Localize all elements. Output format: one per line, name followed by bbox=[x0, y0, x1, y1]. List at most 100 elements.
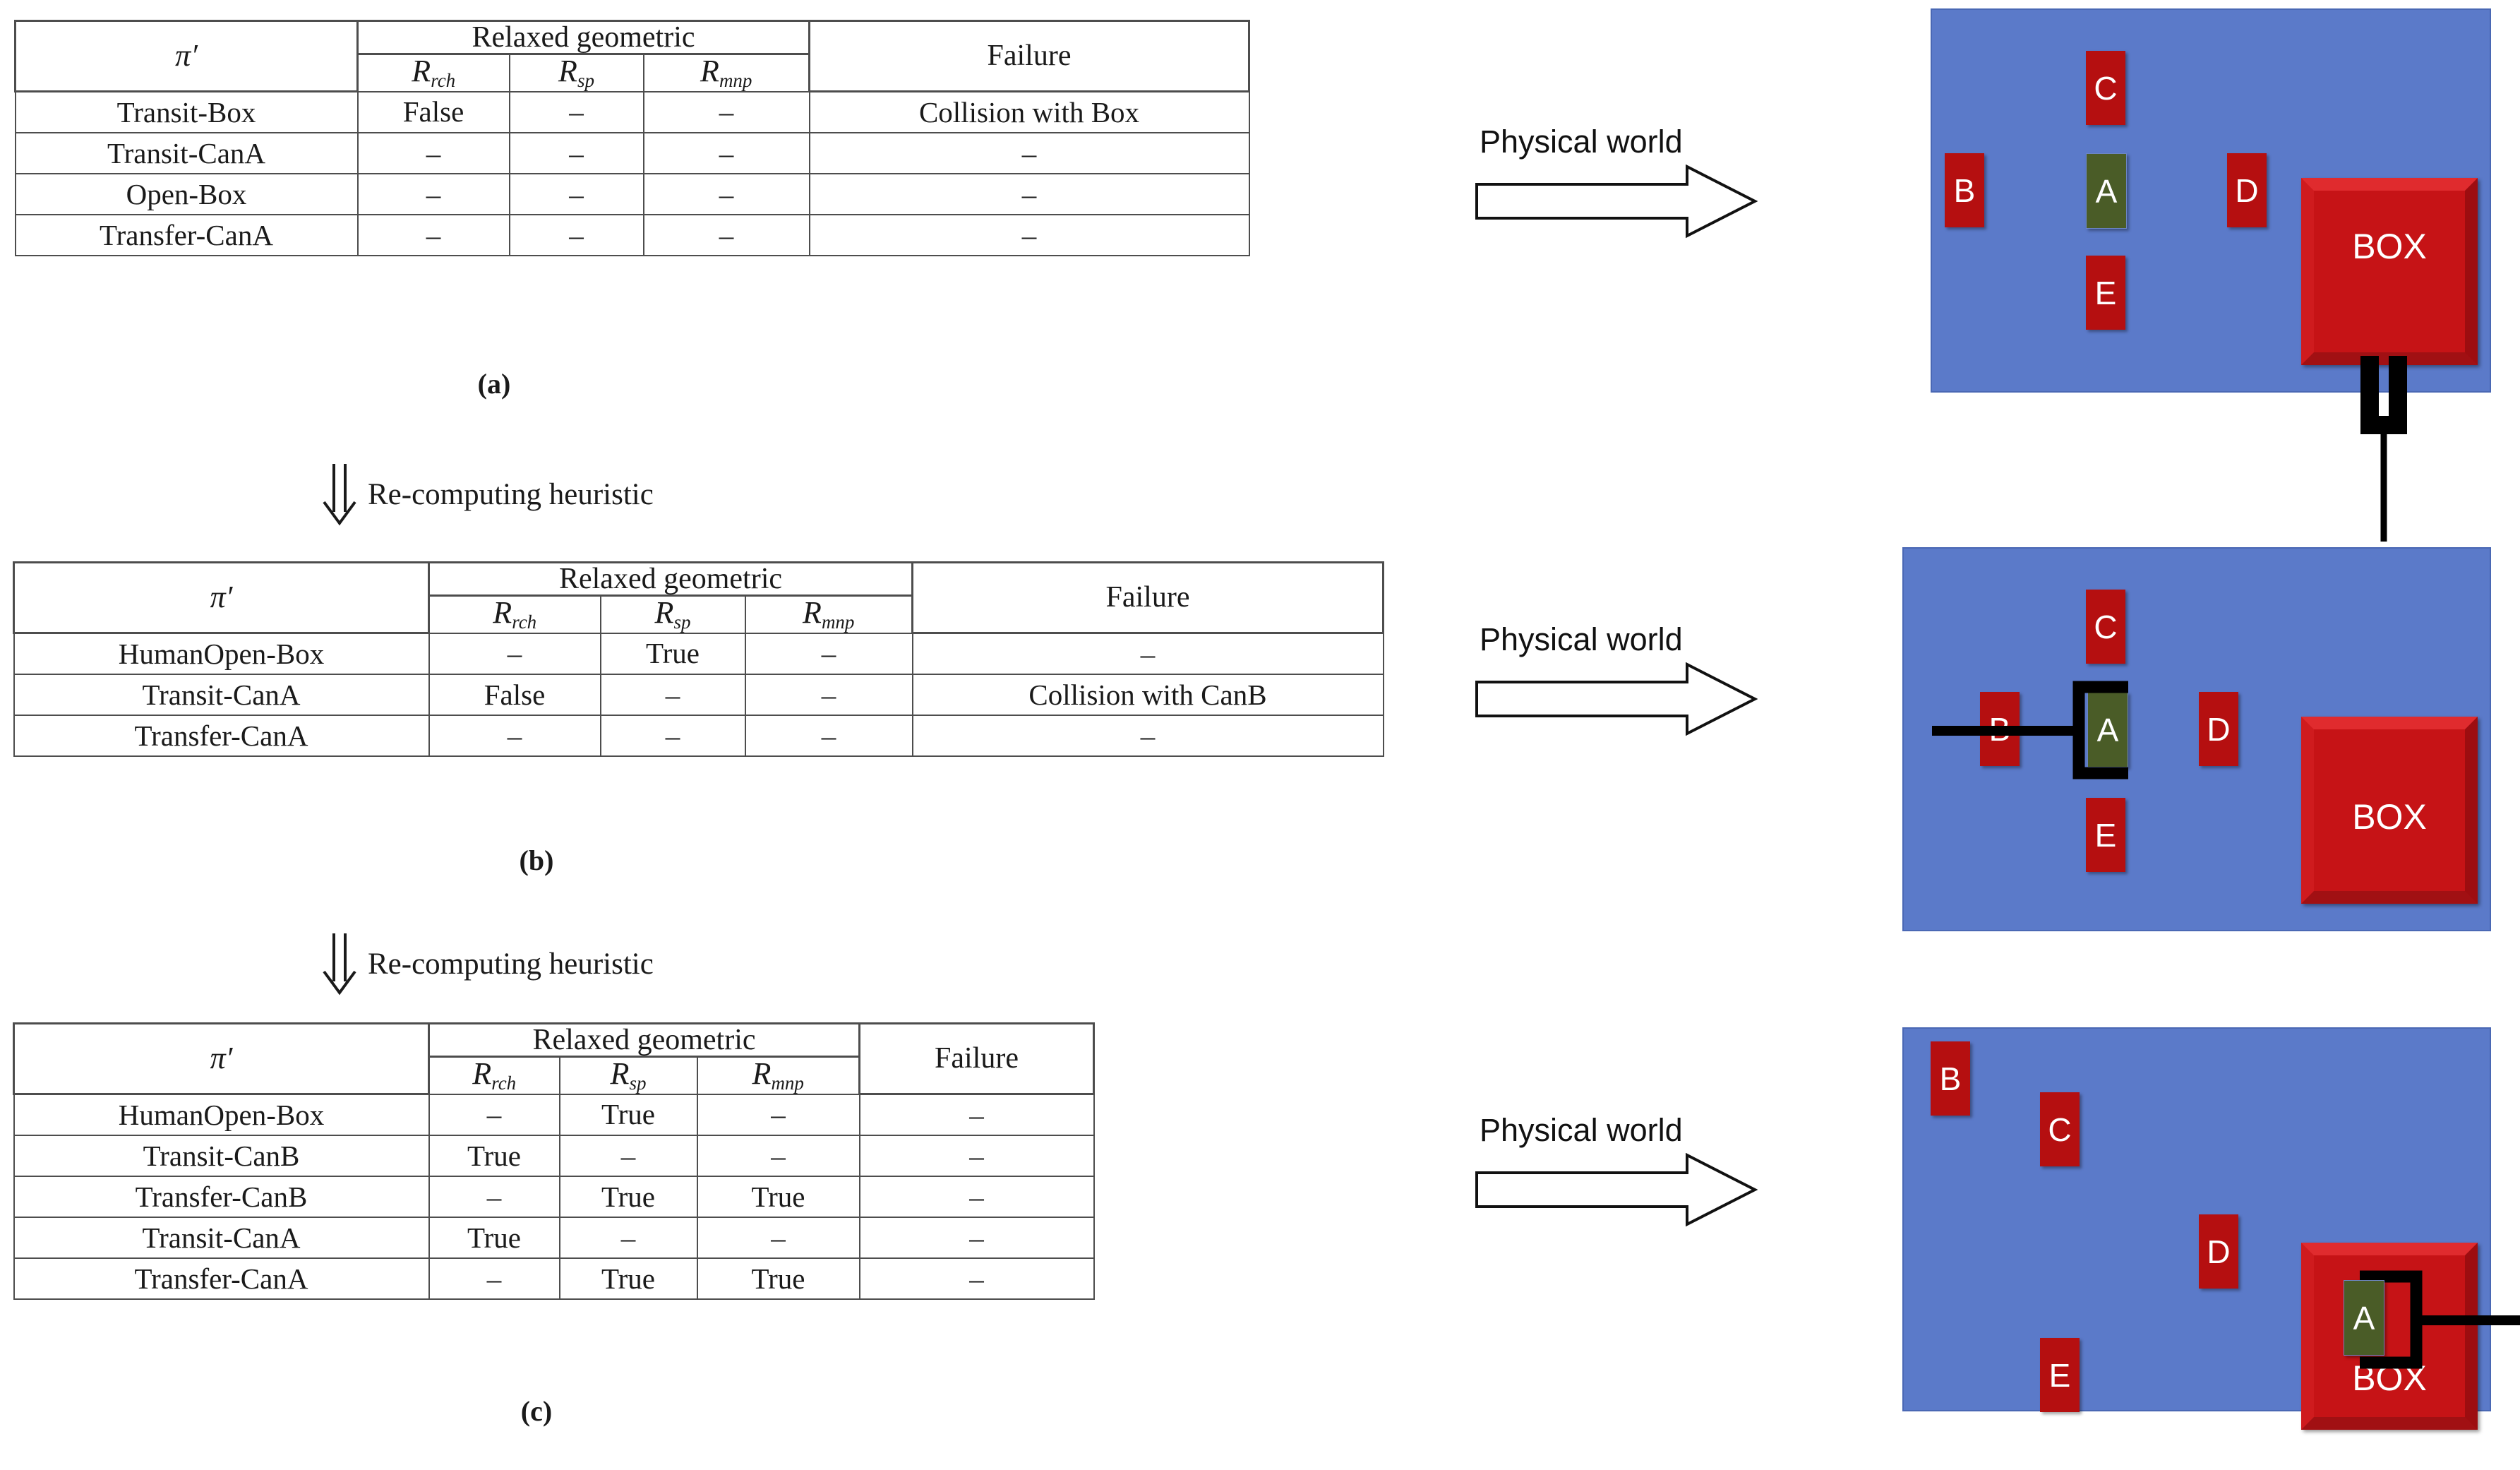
cell-rch: True bbox=[428, 1217, 560, 1260]
cell-mnp: – bbox=[744, 632, 913, 676]
header-r-mnp: Rmnp bbox=[696, 1056, 860, 1095]
cell-failure: Collision with Box bbox=[808, 90, 1250, 134]
header-r-rch: Rrch bbox=[356, 53, 510, 92]
scene-board bbox=[1902, 1027, 2491, 1411]
table-row: Transit-CanA False – – Collision with Ca… bbox=[13, 674, 1384, 717]
header-r-rch: Rrch bbox=[428, 1056, 560, 1095]
table-subheader-row: Rrch Rsp Rmnp bbox=[14, 1056, 1094, 1095]
right-arrow-icon bbox=[1475, 662, 1758, 736]
object-E[interactable]: E bbox=[2086, 256, 2125, 330]
object-box[interactable]: BOX bbox=[2301, 178, 2478, 365]
cell-mnp: – bbox=[642, 173, 810, 216]
object-C[interactable]: C bbox=[2086, 590, 2125, 664]
scene-panel-2: C B A D E BOX bbox=[1902, 547, 2491, 931]
cell-failure: – bbox=[858, 1176, 1095, 1219]
table-subheader-row: Rrch Rsp Rmnp bbox=[14, 594, 1384, 634]
cell-mnp: – bbox=[696, 1135, 860, 1178]
physical-world-label: Physical world bbox=[1480, 621, 1683, 657]
cell-failure: – bbox=[911, 632, 1384, 676]
object-C[interactable]: C bbox=[2040, 1092, 2080, 1166]
header-r-mnp: Rmnp bbox=[744, 594, 913, 634]
cell-failure: – bbox=[858, 1093, 1095, 1137]
table-caption-c: (c) bbox=[520, 1395, 553, 1427]
cell-rch: – bbox=[428, 632, 601, 676]
object-C[interactable]: C bbox=[2086, 51, 2125, 125]
cell-failure: – bbox=[858, 1217, 1095, 1260]
cell-failure: – bbox=[858, 1257, 1095, 1301]
header-r-rch: Rrch bbox=[428, 594, 601, 634]
table-row: Transit-Box False – – Collision with Box bbox=[14, 90, 1250, 134]
cell-mnp: – bbox=[642, 90, 810, 134]
table-row: Transfer-CanA – – – – bbox=[13, 715, 1384, 758]
cell-failure: – bbox=[808, 214, 1250, 257]
object-A[interactable]: A bbox=[2086, 153, 2127, 229]
object-B[interactable]: B bbox=[1931, 1041, 1970, 1116]
object-E[interactable]: E bbox=[2040, 1338, 2080, 1412]
object-D[interactable]: D bbox=[2199, 1214, 2238, 1289]
header-relaxed-geometric: Relaxed geometric bbox=[356, 19, 810, 56]
recompute-label: Re-computing heuristic bbox=[368, 477, 654, 511]
double-down-arrow-icon bbox=[323, 933, 356, 996]
cell-rch: False bbox=[428, 674, 601, 717]
header-relaxed-geometric: Relaxed geometric bbox=[428, 1022, 860, 1058]
table-row: Open-Box – – – – bbox=[14, 173, 1250, 216]
object-box[interactable]: BOX bbox=[2301, 1243, 2478, 1430]
object-box[interactable]: BOX bbox=[2301, 717, 2478, 904]
cell-plan: Transit-CanA bbox=[13, 1217, 430, 1260]
table-subheader-row: Rrch Rsp Rmnp bbox=[16, 53, 1249, 92]
object-B[interactable]: B bbox=[1945, 153, 1984, 227]
box-label: BOX bbox=[2352, 797, 2427, 837]
table-row: HumanOpen-Box – True – – bbox=[13, 1093, 1095, 1137]
object-D[interactable]: D bbox=[2199, 692, 2238, 766]
cell-failure: – bbox=[808, 173, 1250, 216]
table-row: Transit-CanA True – – – bbox=[13, 1217, 1095, 1260]
gripper-icon bbox=[2360, 356, 2407, 542]
cell-rch: – bbox=[356, 173, 510, 216]
header-relaxed-geometric: Relaxed geometric bbox=[428, 561, 913, 597]
cell-sp: – bbox=[508, 132, 644, 175]
gripper-icon bbox=[1932, 681, 2128, 779]
cell-rch: – bbox=[428, 715, 601, 758]
physical-world-label: Physical world bbox=[1480, 1112, 1683, 1148]
cell-rch: True bbox=[428, 1135, 560, 1178]
cell-plan: HumanOpen-Box bbox=[13, 632, 430, 676]
cell-sp: True bbox=[558, 1176, 698, 1219]
cell-plan: HumanOpen-Box bbox=[13, 1093, 430, 1137]
recompute-transition-1: Re-computing heuristic bbox=[321, 462, 654, 526]
table-row: Transit-CanA – – – – bbox=[14, 132, 1250, 175]
cell-sp: – bbox=[508, 90, 644, 134]
gripper-icon bbox=[2360, 1270, 2520, 1369]
cell-plan: Transit-CanA bbox=[14, 132, 359, 175]
object-E[interactable]: E bbox=[2086, 798, 2125, 872]
right-arrow-icon bbox=[1475, 1152, 1758, 1227]
object-D[interactable]: D bbox=[2227, 153, 2267, 227]
table-caption-a: (a) bbox=[477, 368, 511, 400]
cell-sp: True bbox=[558, 1093, 698, 1137]
object-A[interactable]: A bbox=[2344, 1280, 2384, 1356]
cell-mnp: – bbox=[642, 214, 810, 257]
physical-world-arrow-1: Physical world bbox=[1475, 124, 1758, 242]
table-caption-b: (b) bbox=[519, 844, 554, 876]
cell-failure: Collision with CanB bbox=[911, 674, 1384, 717]
scene-panel-3: B C D E BOX A bbox=[1902, 1027, 2520, 1430]
cell-sp: True bbox=[558, 1257, 698, 1301]
table-header-row: π′ Relaxed geometric Failure bbox=[13, 561, 1384, 635]
right-arrow-icon bbox=[1475, 164, 1758, 239]
table-plan-c: π′ Relaxed geometric Failure Rrch Rsp Rm… bbox=[13, 1022, 1095, 1301]
cell-plan: Transfer-CanB bbox=[13, 1176, 430, 1219]
object-A[interactable]: A bbox=[2087, 692, 2128, 767]
cell-mnp: – bbox=[744, 715, 913, 758]
cell-plan: Transfer-CanA bbox=[13, 1257, 430, 1301]
cell-mnp: True bbox=[696, 1176, 860, 1219]
header-failure: Failure bbox=[808, 19, 1250, 93]
physical-world-arrow-2: Physical world bbox=[1475, 621, 1758, 740]
header-failure: Failure bbox=[858, 1022, 1095, 1096]
table-row: Transfer-CanA – – – – bbox=[14, 214, 1250, 257]
cell-sp: – bbox=[599, 674, 746, 717]
cell-rch: – bbox=[428, 1093, 560, 1137]
header-r-mnp: Rmnp bbox=[642, 53, 810, 92]
double-down-arrow-icon bbox=[323, 464, 356, 526]
cell-rch: – bbox=[356, 214, 510, 257]
cell-mnp: – bbox=[642, 132, 810, 175]
header-r-sp: Rsp bbox=[508, 53, 644, 92]
